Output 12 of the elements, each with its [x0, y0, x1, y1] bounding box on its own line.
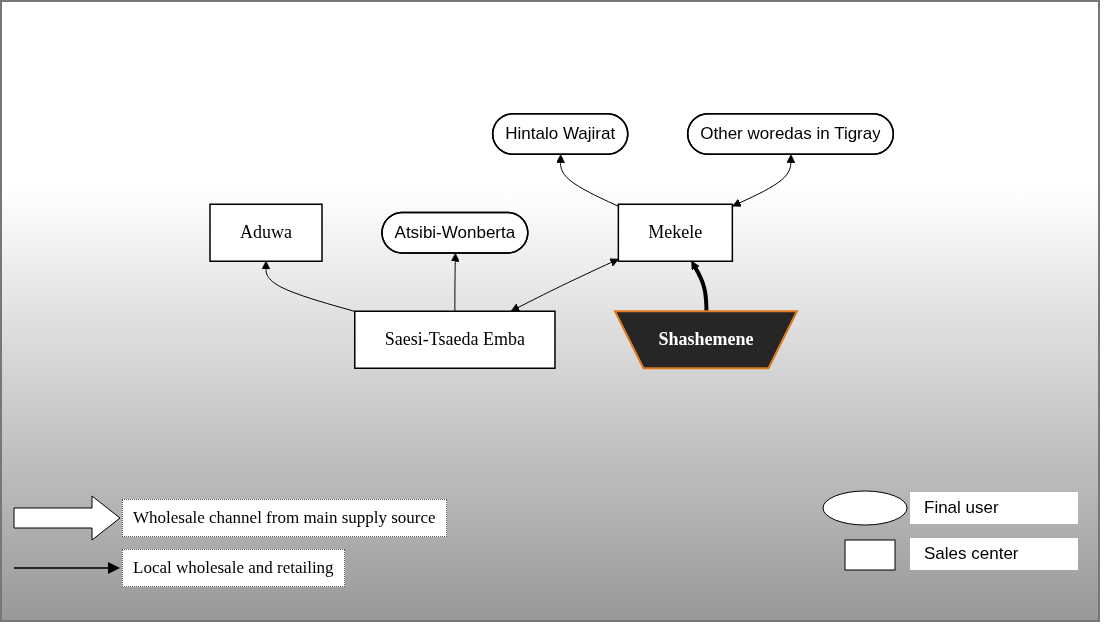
legend-text: Final user — [910, 492, 1078, 524]
node-box: Saesi-Tsaeda Emba — [354, 310, 557, 369]
arrow — [732, 154, 796, 207]
legend-text: Sales center — [910, 538, 1078, 570]
arrow — [691, 260, 709, 312]
node-box: Mekele — [617, 203, 734, 262]
legend-text: Wholesale channel from main supply source — [122, 499, 447, 537]
arrow — [511, 258, 620, 312]
arrow — [261, 260, 356, 312]
arrow — [451, 253, 460, 312]
legend-text: Local wholesale and retailing — [122, 549, 345, 587]
node-box: Aduwa — [209, 203, 324, 262]
